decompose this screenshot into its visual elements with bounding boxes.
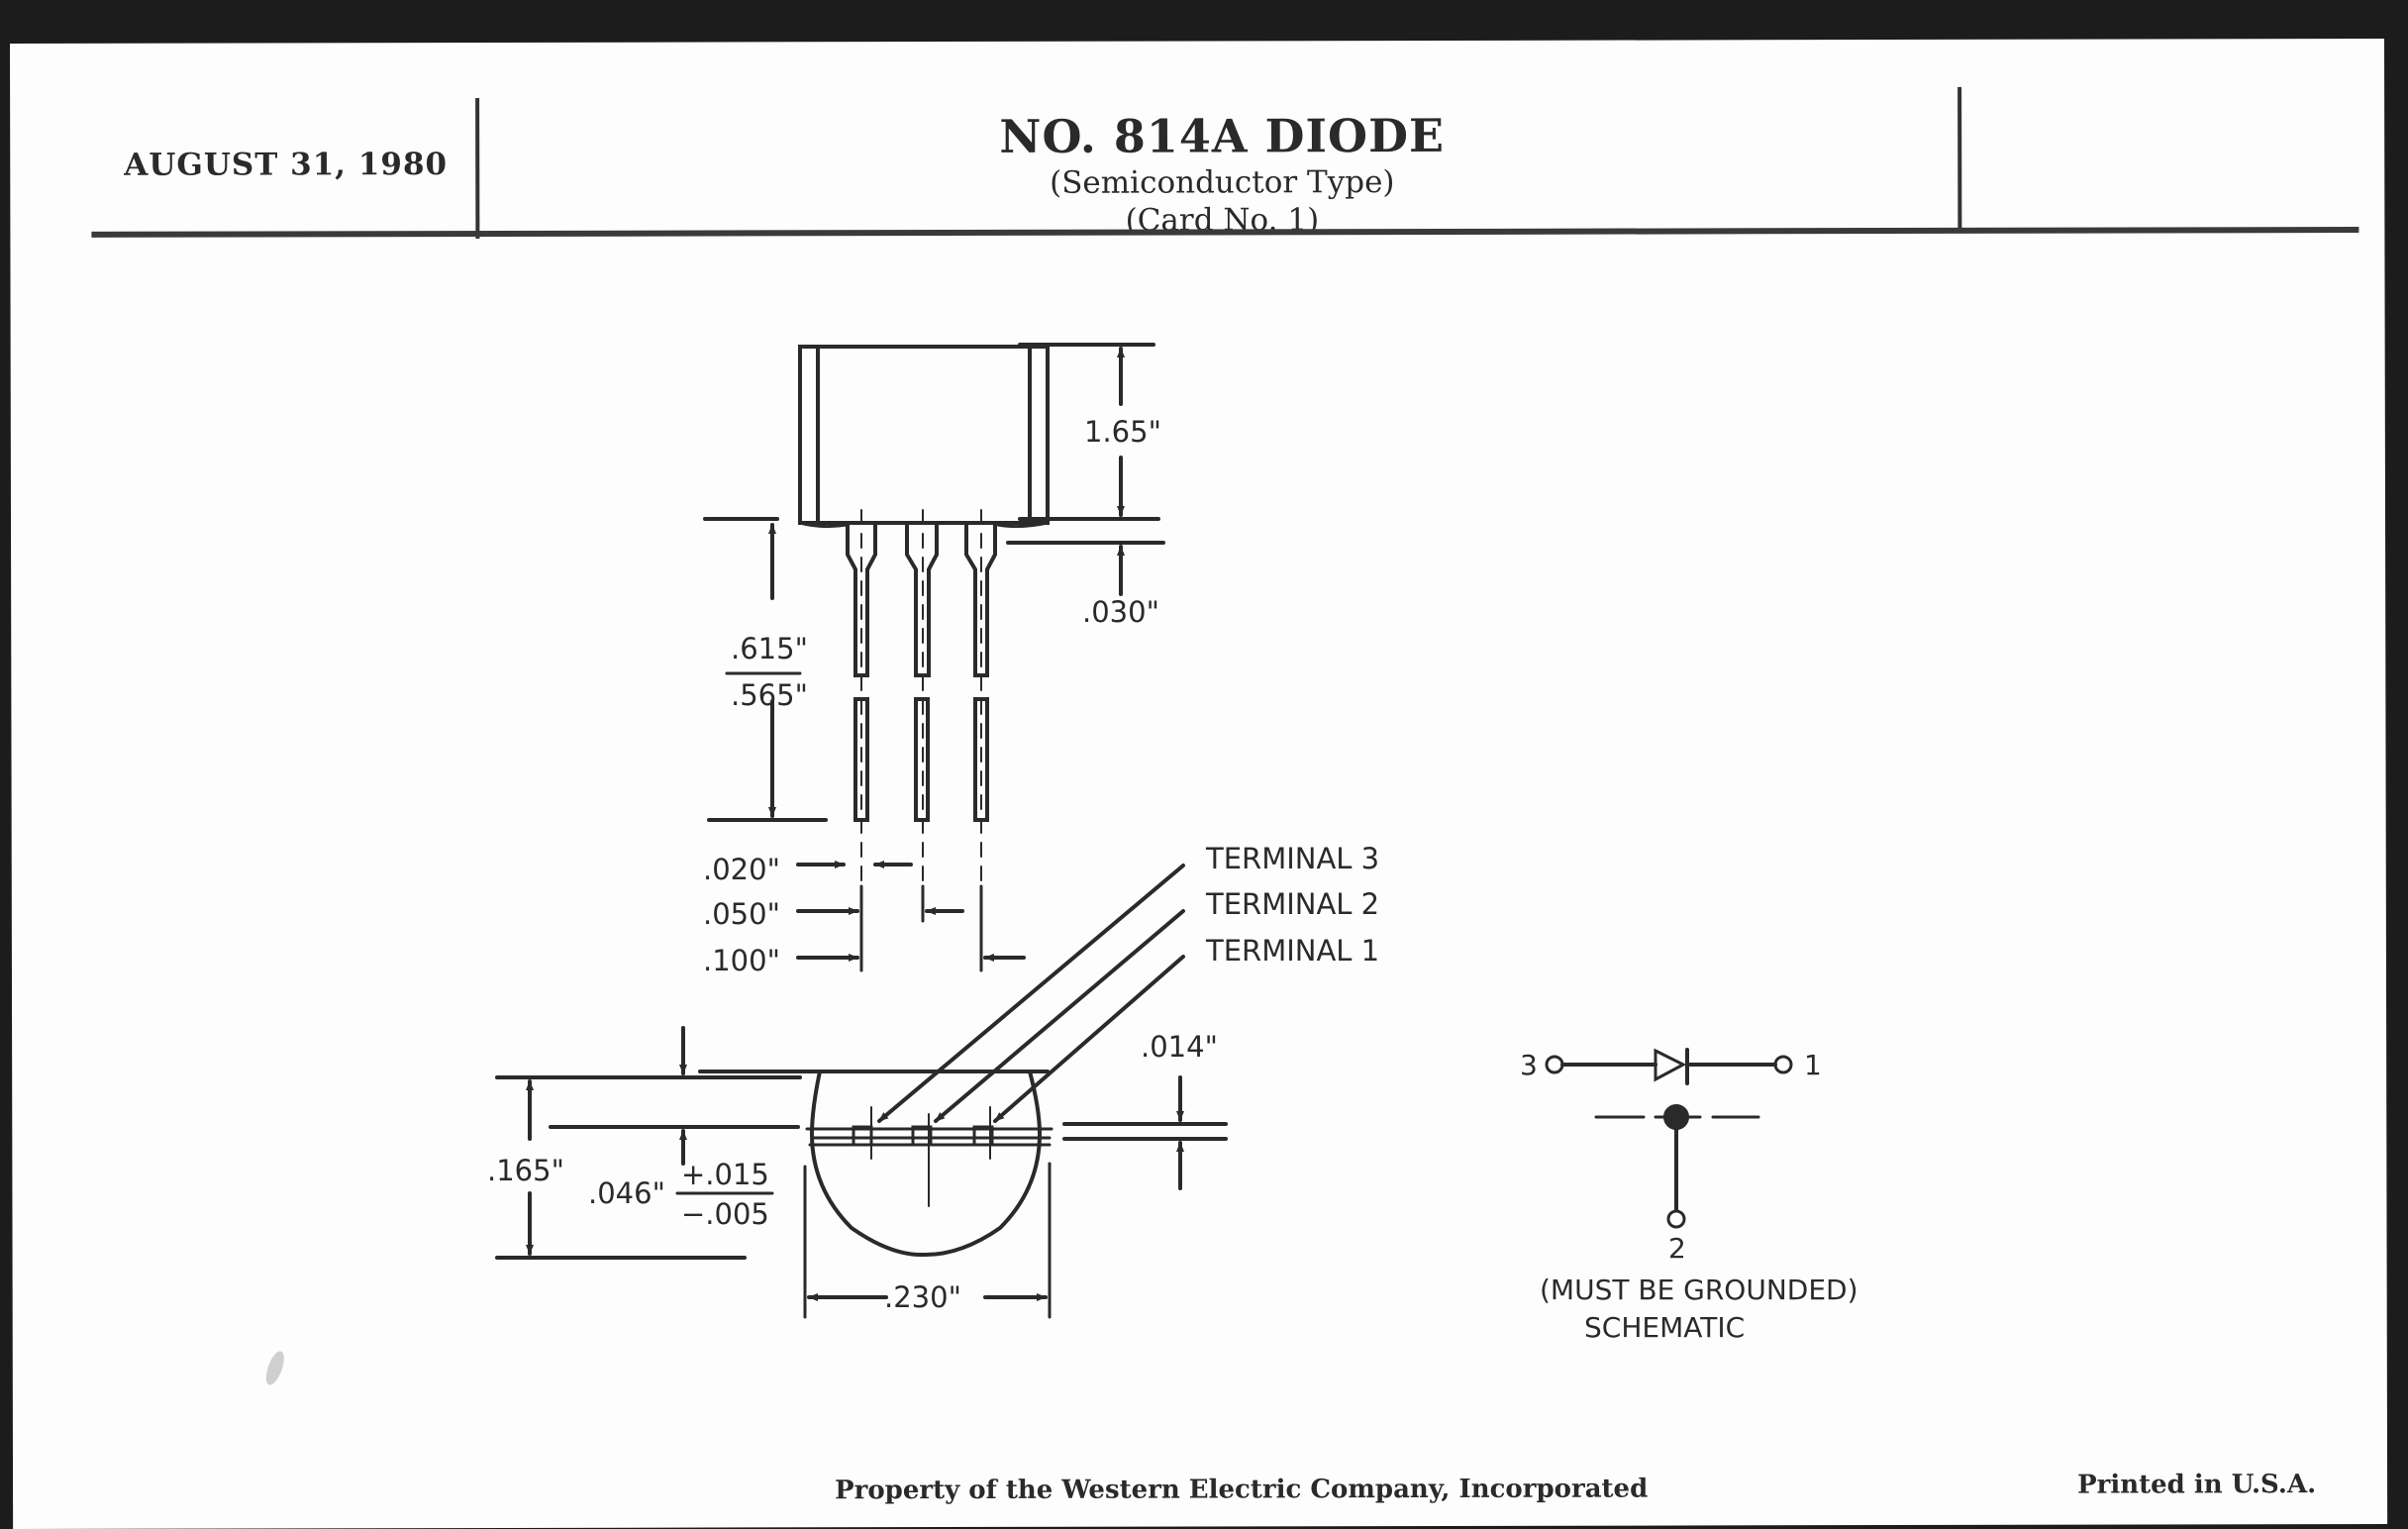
label-lead-offset: .030" [1082,595,1159,629]
dim-bottom-depth [495,1026,802,1260]
dim-flat-thickness [1062,1075,1228,1190]
schematic-pin-2: 2 [1668,1232,1686,1265]
label-width: .230" [884,1280,961,1314]
label-lead-width: .020" [703,853,780,886]
terminal-2-node [1666,1209,1686,1229]
terminal-1-node [1773,1055,1793,1074]
label-terminal-1: TERMINAL 1 [1205,934,1379,968]
schematic-caption: SCHEMATIC [1584,1311,1745,1344]
lead-terminal-1 [846,509,877,892]
schematic-ground-note: (MUST BE GROUNDED) [1540,1274,1858,1306]
label-terminal-3: TERMINAL 3 [1205,842,1379,875]
dim-bottom-width [803,1162,1052,1319]
package-bottom-view [698,1070,1054,1258]
label-terminal-2: TERMINAL 2 [1205,887,1379,921]
schematic-pin-1: 1 [1804,1049,1822,1081]
label-lead-spacing-full: .100" [703,944,780,977]
label-body-height: 1.65" [1084,415,1161,449]
label-tol-minus: −.005 [681,1197,769,1231]
label-flat-thickness: .014" [1141,1030,1218,1064]
terminal-3-node [1545,1055,1564,1074]
label-lead-spacing-half: .050" [703,897,780,931]
label-tol-plus: +.015 [681,1158,769,1191]
dim-body-height [1006,343,1165,596]
dim-lead-length [703,517,828,822]
diode-symbol [1654,1048,1687,1082]
package-body [798,345,1050,529]
dim-lead-spacing [796,861,1026,972]
lead-terminal-2 [905,509,939,892]
terminal-leaders [877,864,1185,1123]
label-lead-plane: .046" [588,1176,665,1210]
label-lead-length-min: .565" [731,678,808,712]
lead-terminal-3 [964,509,997,892]
schematic-pin-3: 3 [1520,1049,1538,1081]
label-total-depth: .165" [487,1154,564,1187]
schematic-diagram [1545,1048,1793,1229]
label-lead-length-max: .615" [731,632,808,665]
